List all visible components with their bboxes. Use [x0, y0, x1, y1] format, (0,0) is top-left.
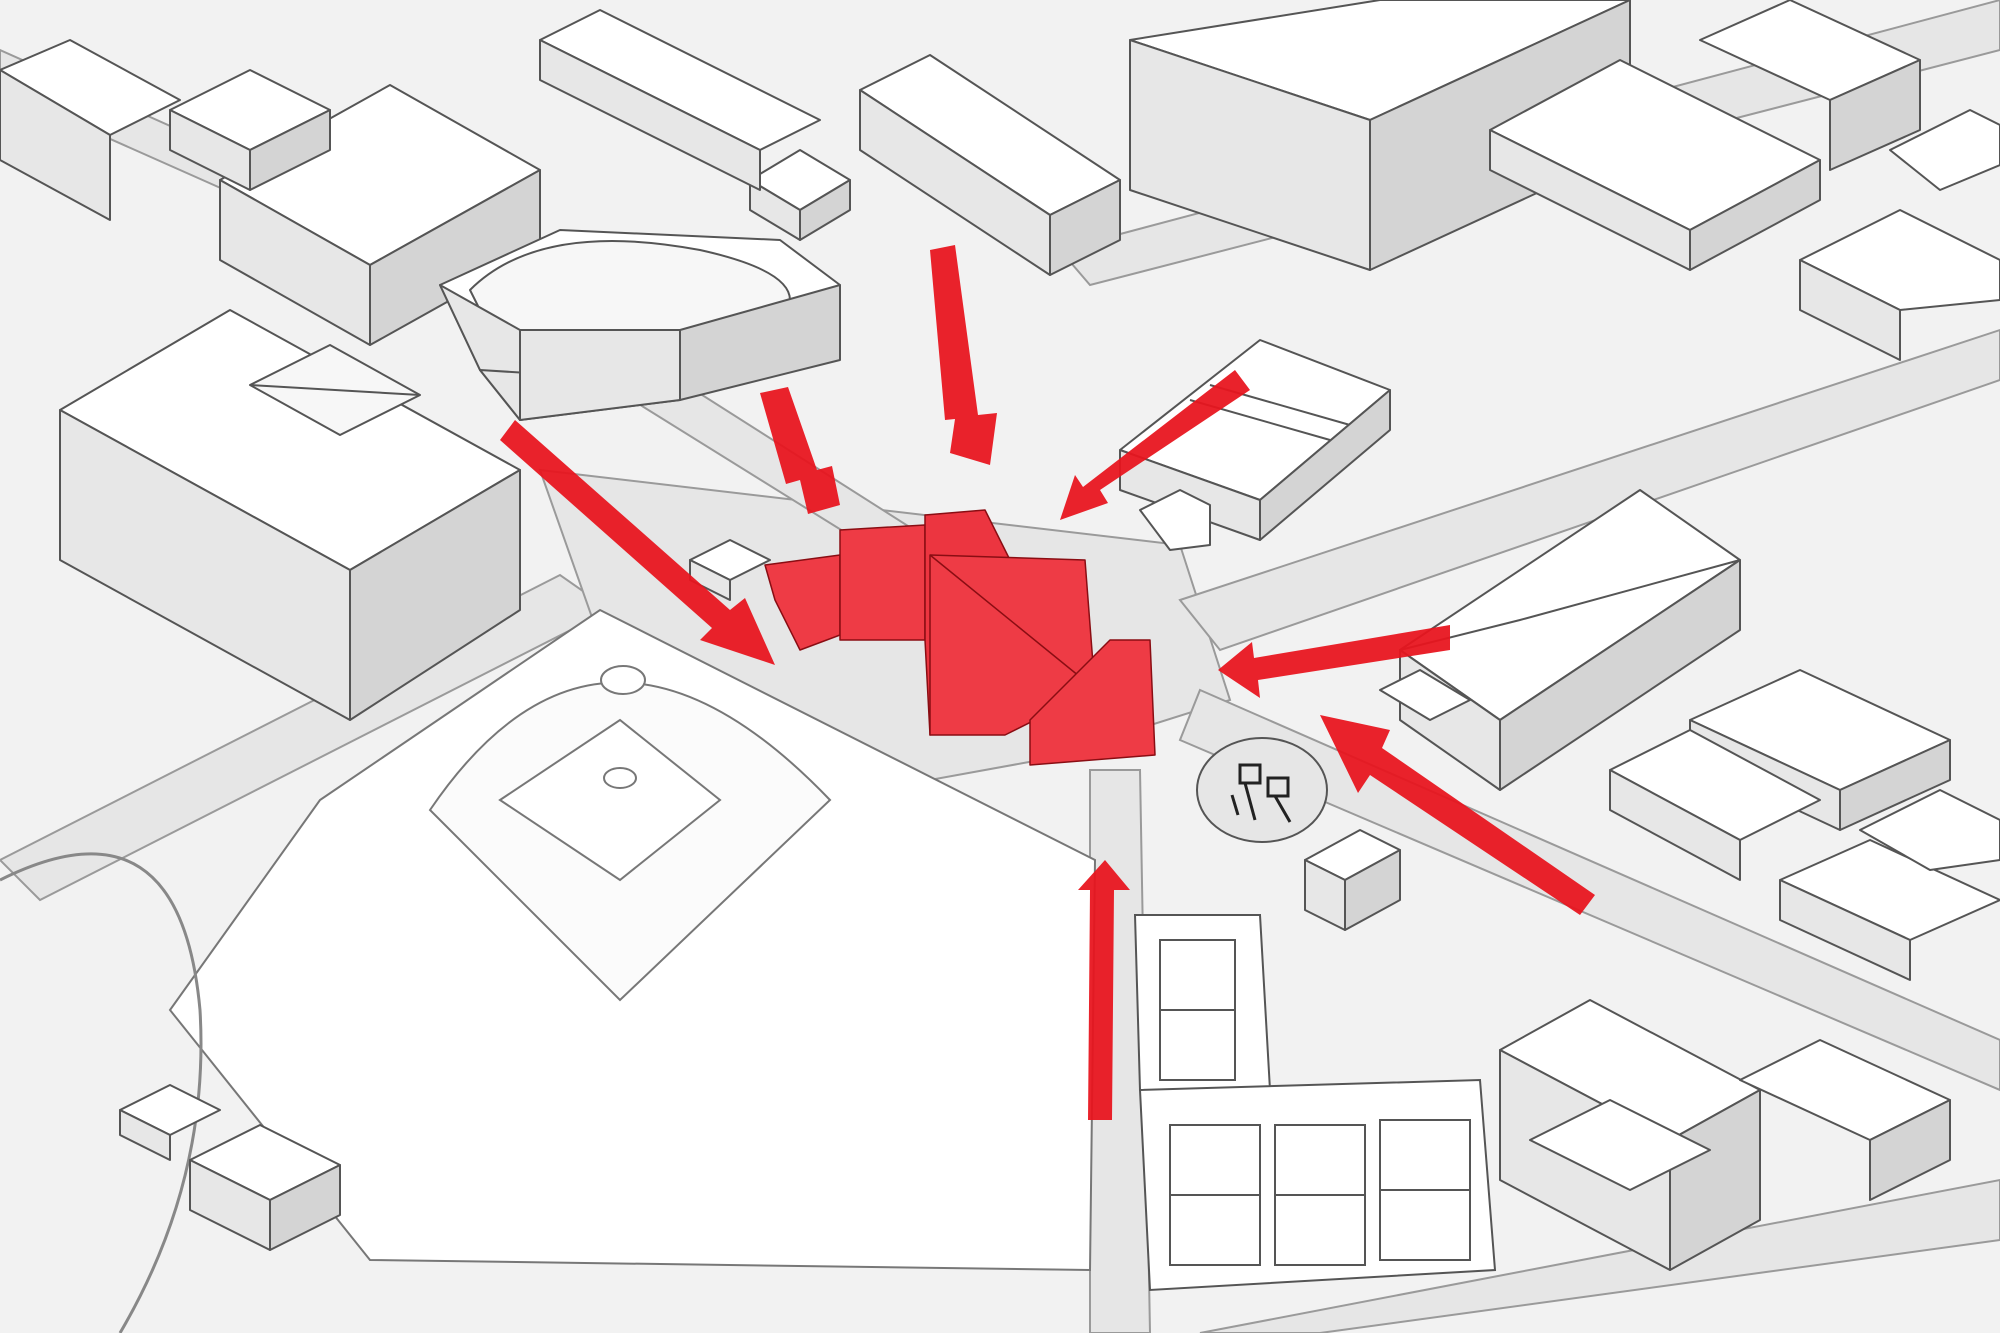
- arrows: [500, 245, 1595, 1120]
- proposed-wing-5: [1029, 639, 1156, 766]
- building-kiosk: [1304, 829, 1401, 931]
- building-east-cluster: [1609, 669, 2000, 981]
- building-top-left: [169, 69, 331, 191]
- building-north-block: [219, 84, 541, 346]
- building-northeast-large: [1129, 0, 1631, 271]
- outfield-circle: [600, 665, 646, 695]
- arrow-from-northwest: [500, 420, 775, 665]
- playground-circle: [1196, 737, 1328, 843]
- buildings: [0, 0, 2000, 1271]
- proposed-wing-2: [839, 524, 926, 641]
- building-northeast-residence: [1489, 0, 1921, 271]
- arrow-from-north-arena: [760, 387, 840, 514]
- arrow-from-south: [1078, 860, 1130, 1120]
- ballfield-infield: [498, 718, 722, 882]
- building-southeast-large: [1499, 999, 1951, 1271]
- building-barn: [1119, 339, 1391, 551]
- play-structure-icon: [1230, 763, 1292, 823]
- arrow-from-northeast: [1060, 370, 1250, 520]
- proposed-wing-1: [764, 554, 841, 651]
- playground: [1196, 737, 1328, 843]
- tennis-courts: [1133, 914, 1497, 1292]
- building-pavilion: [749, 149, 851, 241]
- building-far-east: [1799, 109, 2000, 361]
- pitchers-mound: [603, 767, 637, 789]
- road-east: [1178, 328, 2000, 652]
- arrow-from-north: [930, 245, 997, 465]
- proposed-building: [764, 509, 1156, 766]
- road-southeast: [1178, 688, 2000, 1092]
- building-far-northwest: [0, 39, 181, 221]
- ballfield: [168, 608, 1097, 1272]
- building-southwest-small: [119, 1084, 341, 1251]
- arrow-from-east: [1218, 625, 1450, 698]
- track-edge: [0, 852, 203, 1333]
- arrow-from-southeast: [1320, 715, 1595, 915]
- building-arena: [439, 229, 841, 421]
- building-east-gable: [1379, 489, 1741, 791]
- building-shed: [689, 539, 771, 601]
- building-north-long: [539, 9, 1121, 276]
- building-northwest-gable: [59, 309, 521, 721]
